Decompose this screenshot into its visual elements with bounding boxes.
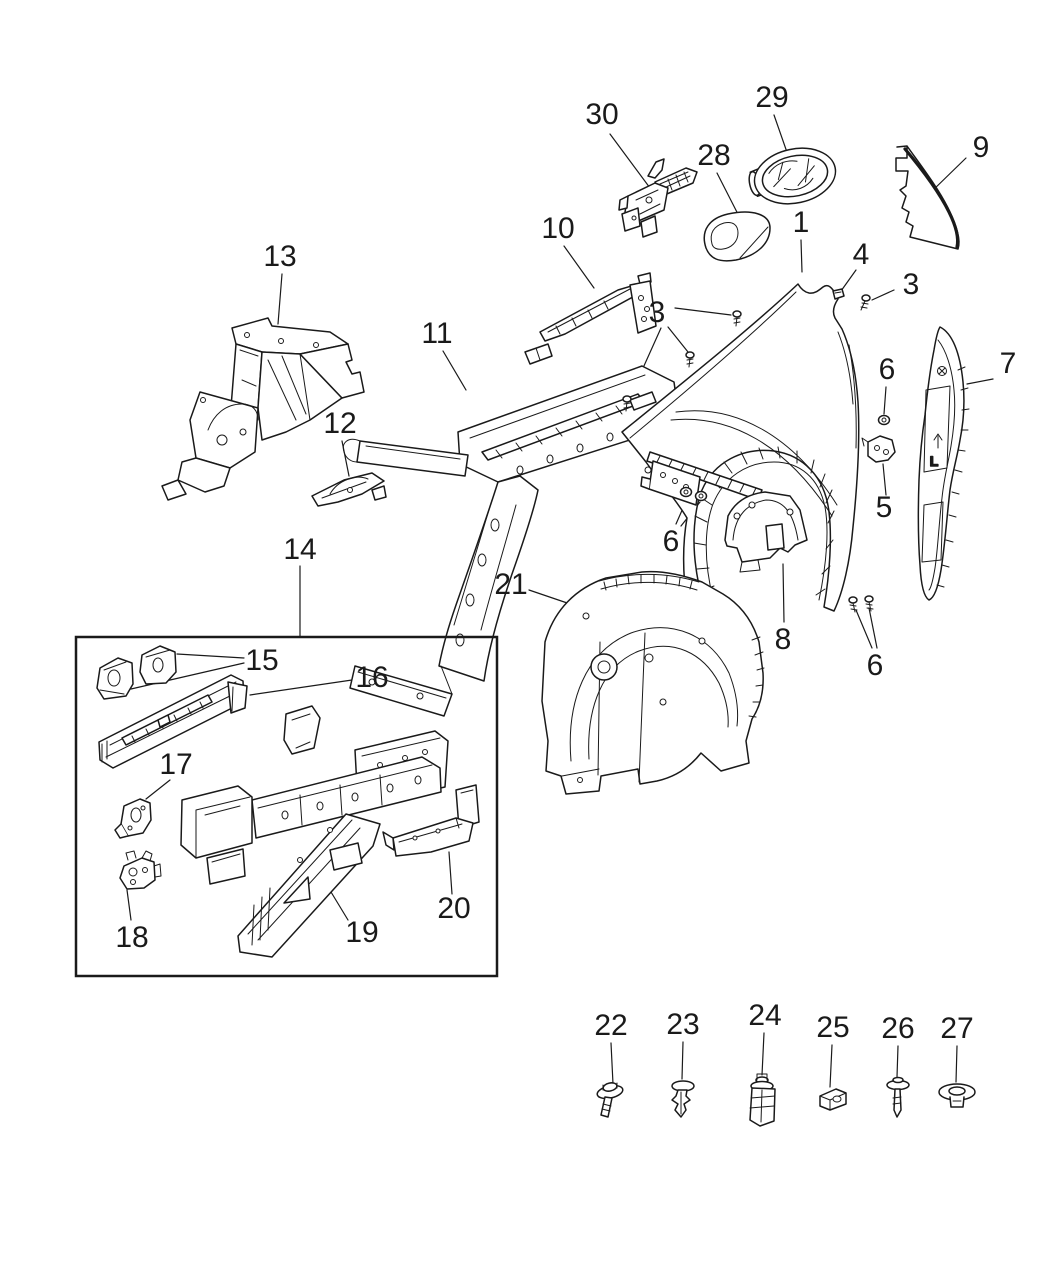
callout-13: 13 xyxy=(263,240,296,273)
callout-24: 24 xyxy=(748,999,781,1032)
callout-6-front: 6 xyxy=(663,525,680,558)
callout-labels: 1 3 3 4 5 6 6 6 7 8 9 10 11 12 13 14 15 … xyxy=(115,81,1016,1045)
callout-11: 11 xyxy=(421,317,452,350)
part-fender-drawing xyxy=(621,283,860,612)
callout-16: 16 xyxy=(355,661,388,694)
part-center-rail-assembly-drawing xyxy=(180,705,449,885)
callout-27: 27 xyxy=(940,1012,973,1045)
part-fuel-filler-door-drawing xyxy=(748,147,837,205)
part-wheelhouse-liner-drawing xyxy=(541,570,765,795)
callout-3-front: 3 xyxy=(649,296,666,329)
part-front-rail-bracket-drawing xyxy=(114,798,152,839)
part-rear-rail-bracket-drawing xyxy=(382,784,480,857)
part-upper-rail-drawing xyxy=(98,674,248,769)
fastener-push-pin-drawing xyxy=(886,1076,910,1118)
fastener-flange-bolt-drawing xyxy=(596,1082,624,1118)
callout-3-rear: 3 xyxy=(903,268,920,301)
fastener-push-rivet-drawing xyxy=(671,1080,695,1118)
screw-icon xyxy=(732,310,742,327)
fastener-screws-and-nuts xyxy=(622,288,891,613)
part-hood-latch-drawing xyxy=(618,158,698,238)
clip-icon xyxy=(832,288,845,300)
fastener-grommet-drawing xyxy=(938,1083,976,1108)
part-lower-rail-drawing xyxy=(237,813,381,958)
callout-14: 14 xyxy=(283,533,316,566)
part-closeout-panel-drawing xyxy=(539,272,657,342)
callout-23: 23 xyxy=(666,1008,699,1041)
screw-icon xyxy=(622,395,632,412)
callout-1: 1 xyxy=(793,206,810,239)
callout-21: 21 xyxy=(494,568,527,601)
part-lower-bracket-drawing xyxy=(861,435,896,463)
part-mount-brackets-drawing xyxy=(96,645,177,700)
part-cowl-trim-drawing xyxy=(895,145,960,250)
part-small-bracket-drawing xyxy=(311,472,387,507)
fastener-expansion-anchor-drawing xyxy=(749,1073,776,1127)
callout-6-rear: 6 xyxy=(879,353,896,386)
callout-17: 17 xyxy=(159,748,192,781)
callout-6-bottom: 6 xyxy=(867,649,884,682)
callout-10: 10 xyxy=(541,212,574,245)
callout-22: 22 xyxy=(594,1009,627,1042)
part-rear-wheelhouse-drawing xyxy=(161,317,365,501)
part-fender-seal-drawing: L xyxy=(917,326,970,601)
rail-assembly-box-frame xyxy=(74,635,499,978)
screw-icon xyxy=(864,595,874,612)
callout-12: 12 xyxy=(323,407,356,440)
nut-icon xyxy=(877,414,891,426)
callout-18: 18 xyxy=(115,921,148,954)
callout-8: 8 xyxy=(775,623,792,656)
callout-25: 25 xyxy=(816,1011,849,1044)
screw-icon xyxy=(848,596,858,613)
nut-icon xyxy=(679,486,693,498)
part-lower-rail-bracket-drawing xyxy=(119,850,162,890)
callout-9: 9 xyxy=(973,131,990,164)
callout-30: 30 xyxy=(585,98,618,131)
part-support-bracket-drawing xyxy=(724,491,808,573)
callout-5: 5 xyxy=(876,491,893,524)
callout-4: 4 xyxy=(853,238,870,271)
callout-26: 26 xyxy=(881,1012,914,1045)
fastener-u-nut-drawing xyxy=(819,1088,847,1111)
callout-15: 15 xyxy=(245,644,278,677)
screw-icon xyxy=(860,294,871,311)
callout-7: 7 xyxy=(1000,347,1017,380)
screw-icon xyxy=(685,351,695,368)
callout-20: 20 xyxy=(437,892,470,925)
callout-19: 19 xyxy=(345,916,378,949)
callout-29: 29 xyxy=(755,81,788,114)
part-fender-pad-drawing xyxy=(703,211,771,262)
nut-icon xyxy=(694,490,708,502)
seal-orientation-marking: L xyxy=(930,453,939,469)
callout-28: 28 xyxy=(697,139,730,172)
